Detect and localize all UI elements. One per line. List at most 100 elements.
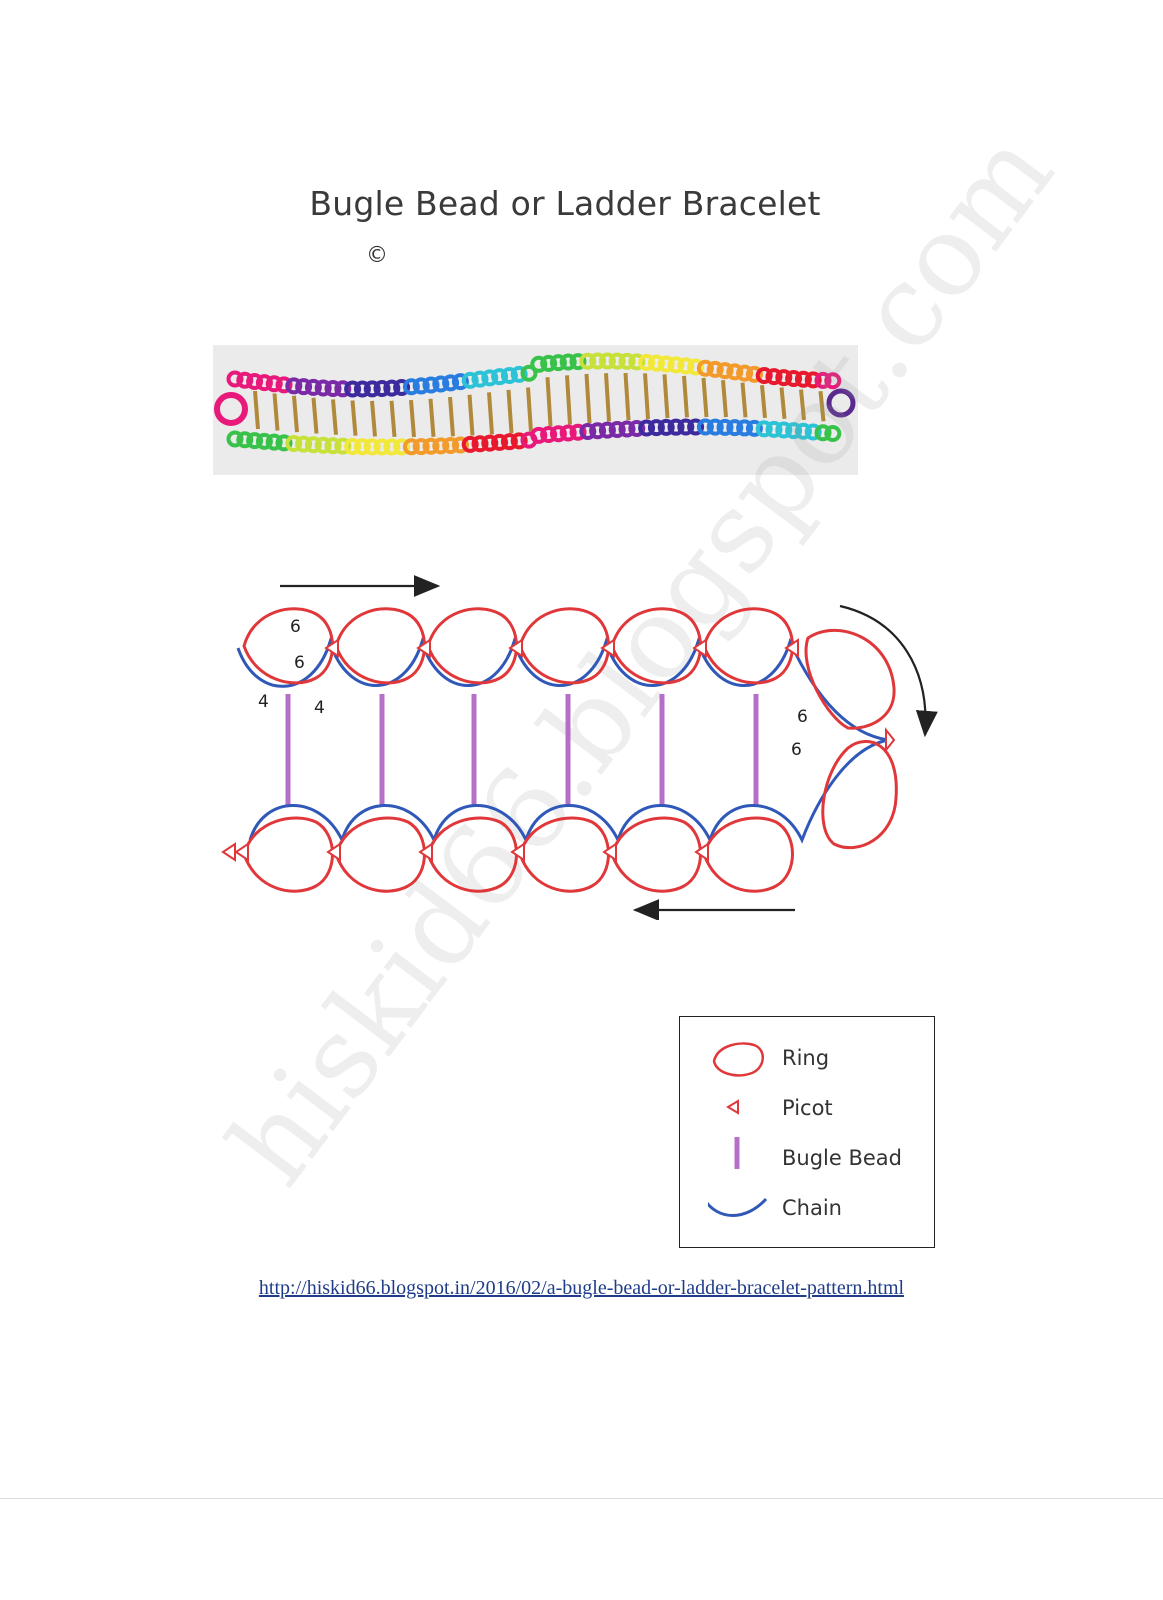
photo-stitch [393,379,411,397]
photo-stitch [657,355,675,373]
photo-stitch [657,418,675,436]
picot [324,638,339,658]
photo-stitch [432,437,450,455]
bugle-bead-icon [734,1137,740,1169]
photo-stitch [540,354,558,372]
photo-stitch [794,422,812,440]
photo-stitch [608,352,626,370]
photo-bead [370,400,377,437]
picot [602,842,617,862]
photo-stitch [246,372,264,390]
ring [610,816,702,893]
photo-stitch [804,371,822,389]
photo-bead [448,396,455,437]
legend-label: Picot [782,1096,833,1120]
photo-stitch [412,438,430,456]
photo-stitch [373,438,391,456]
picot [418,842,433,862]
photo-stitch [491,433,509,451]
stitch-count-label: 6 [294,653,305,673]
legend-item-ring: Ring [680,1037,934,1077]
copyright-symbol: © [366,243,388,268]
photo-stitch [677,357,695,375]
ring [610,607,702,685]
legend-label: Chain [782,1196,842,1220]
photo-stitch [471,435,489,453]
photo-stitch [363,438,381,456]
photo-stitch [667,418,685,436]
photo-stitch [255,374,273,392]
ring [702,607,794,685]
ring [242,816,334,893]
photo-stitch [598,421,616,439]
stitch-count-label: 6 [290,617,301,637]
photo-stitch [687,418,705,436]
ring [702,816,794,893]
photo-bead [818,391,826,422]
ring [426,607,518,685]
photo-stitch [451,373,469,391]
photo-stitch [344,437,362,455]
photo-stitch [510,432,528,450]
photo-stitch [638,419,656,437]
photo-stitch [569,353,587,371]
photo-stitch [510,365,528,383]
legend-label: Bugle Bead [782,1146,903,1170]
photo-stitch [559,353,577,371]
photo-bead [389,400,397,438]
photo-stitch [520,364,538,382]
photo-stitch [736,364,754,382]
ring [426,816,518,893]
photo-stitch [491,368,509,386]
photo-bead [565,375,572,425]
photo-stitch [549,354,567,372]
photo-bead [292,395,299,433]
photo-stitch [265,433,283,451]
photo-bead [253,390,260,430]
pattern-link[interactable]: http://hiskid66.blogspot.in/2016/02/a-bu… [258,1277,905,1299]
photo-stitch [530,426,548,444]
picot [510,842,525,862]
photo-stitch [334,380,352,398]
photo-bead [272,393,280,431]
photo-stitch [246,432,264,450]
photo-stitch [667,356,685,374]
photo-stitch [226,370,244,388]
photo-stitch [647,419,665,437]
photo-stitch [569,423,587,441]
photo-stitch [804,423,822,441]
photo-stitch [814,424,832,442]
photo-bead [545,377,553,427]
photo-stitch [589,422,607,440]
photo-bead [526,387,533,432]
photo-stitch [785,369,803,387]
photo-stitch [383,438,401,456]
photo-stitch [696,359,714,377]
photo-stitch [687,358,705,376]
photo-stitch [559,424,577,442]
photo-stitch [765,368,783,386]
stitch-count-label: 6 [797,707,808,727]
picot [694,842,709,862]
photo-stitch [540,426,558,444]
photo-stitch [598,352,616,370]
photo-stitch [755,367,773,385]
photo-bead [311,397,319,434]
photo-stitch [353,380,371,398]
photo-stitch [775,421,793,439]
photo-stitch [314,379,332,397]
photo-stitch [549,425,567,443]
picot-icon [726,1099,739,1115]
legend-label: Ring [782,1046,830,1070]
photo-stitch [826,388,856,418]
photo-bead [779,387,787,420]
photo-stitch [422,376,440,394]
photo-stitch [275,434,293,452]
picot [508,638,523,658]
photo-stitch [285,435,303,453]
photo-stitch [393,438,411,456]
photo-stitch [736,419,754,437]
photo-stitch [451,436,469,454]
photo-bead [760,384,767,419]
photo-stitch [726,419,744,437]
